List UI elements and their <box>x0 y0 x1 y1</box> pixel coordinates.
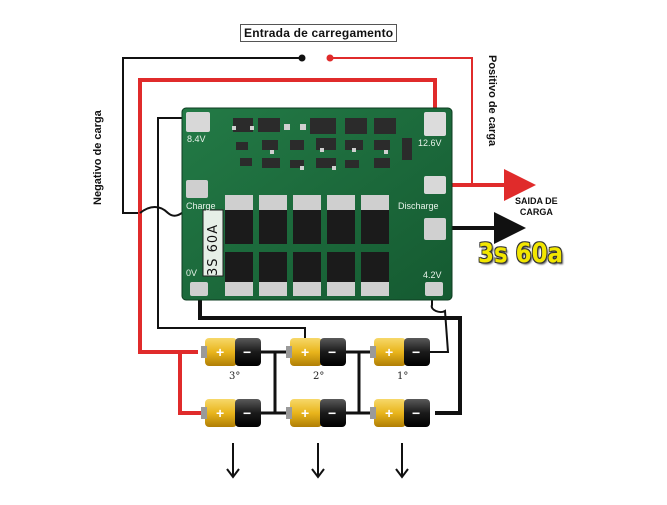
board-label-12v6: 12.6V <box>418 138 442 148</box>
main-negative-wire <box>198 290 462 415</box>
pad-discharge-positive <box>424 176 446 194</box>
pad-0v <box>190 282 208 296</box>
pad-8v4 <box>186 112 210 132</box>
board-label-0v: 0V <box>186 268 198 278</box>
mosfet-row-top <box>225 195 389 244</box>
model-label: 3s 60a <box>478 238 564 269</box>
battery-cells <box>201 338 430 427</box>
board-label-8v4: 8.4V <box>187 134 206 144</box>
down-arrows <box>226 443 409 479</box>
output-label: SAIDA DE CARGA <box>515 196 558 218</box>
battery-plus-sign: + <box>385 405 393 421</box>
cell-series-3: 3° <box>229 371 241 382</box>
main-positive-wire <box>138 78 437 354</box>
charge-input-black-wire <box>122 57 300 214</box>
cell-series-1: 1° <box>397 371 409 382</box>
battery-minus-sign: − <box>243 344 251 360</box>
pad-12v6 <box>424 112 446 136</box>
parallel-link-left <box>178 352 205 415</box>
charge-input-negative-terminal <box>298 54 306 62</box>
pad-4v2 <box>425 282 443 296</box>
cell-series-2: 2° <box>313 371 325 382</box>
down-arrow-icon <box>311 443 325 479</box>
battery-cell <box>201 399 261 427</box>
battery-plus-sign: + <box>301 405 309 421</box>
battery-cell <box>201 338 261 366</box>
battery-minus-sign: − <box>328 344 336 360</box>
negative-charge-label: Negativo de carga <box>92 110 104 205</box>
charge-input-title: Entrada de carregamento <box>240 24 398 42</box>
board-label-charge: Charge <box>186 201 216 211</box>
balance-wire-8v4 <box>157 117 306 352</box>
board-label-4v2: 4.2V <box>423 270 442 280</box>
board-rating-label: 3S 60A <box>206 223 221 276</box>
battery-plus-sign: + <box>301 344 309 360</box>
smd-components <box>233 118 412 168</box>
rating-box <box>202 209 224 277</box>
battery-cell <box>286 399 346 427</box>
battery-plus-sign: + <box>216 405 224 421</box>
battery-minus-sign: − <box>243 405 251 421</box>
bms-board <box>181 107 453 301</box>
pad-discharge-negative <box>424 218 446 240</box>
battery-minus-sign: − <box>328 405 336 421</box>
down-arrow-icon <box>395 443 409 479</box>
battery-cell <box>286 338 346 366</box>
mosfet-row-bottom <box>225 252 389 296</box>
smd-pads <box>232 124 388 170</box>
output-label-line2: CARGA <box>519 207 553 217</box>
output-label-line1: SAIDA DE <box>515 196 558 206</box>
battery-plus-sign: + <box>385 344 393 360</box>
battery-cell <box>370 338 430 366</box>
pad-charge <box>186 180 208 198</box>
down-arrow-icon <box>226 443 240 479</box>
battery-plus-sign: + <box>216 344 224 360</box>
positive-charge-label: Positivo de carga <box>486 55 498 147</box>
balance-wire-4v2 <box>430 290 450 353</box>
charge-input-red-wire <box>330 57 473 185</box>
board-label-discharge: Discharge <box>398 201 439 211</box>
battery-minus-sign: − <box>412 405 420 421</box>
battery-minus-sign: − <box>412 344 420 360</box>
battery-cell <box>370 399 430 427</box>
